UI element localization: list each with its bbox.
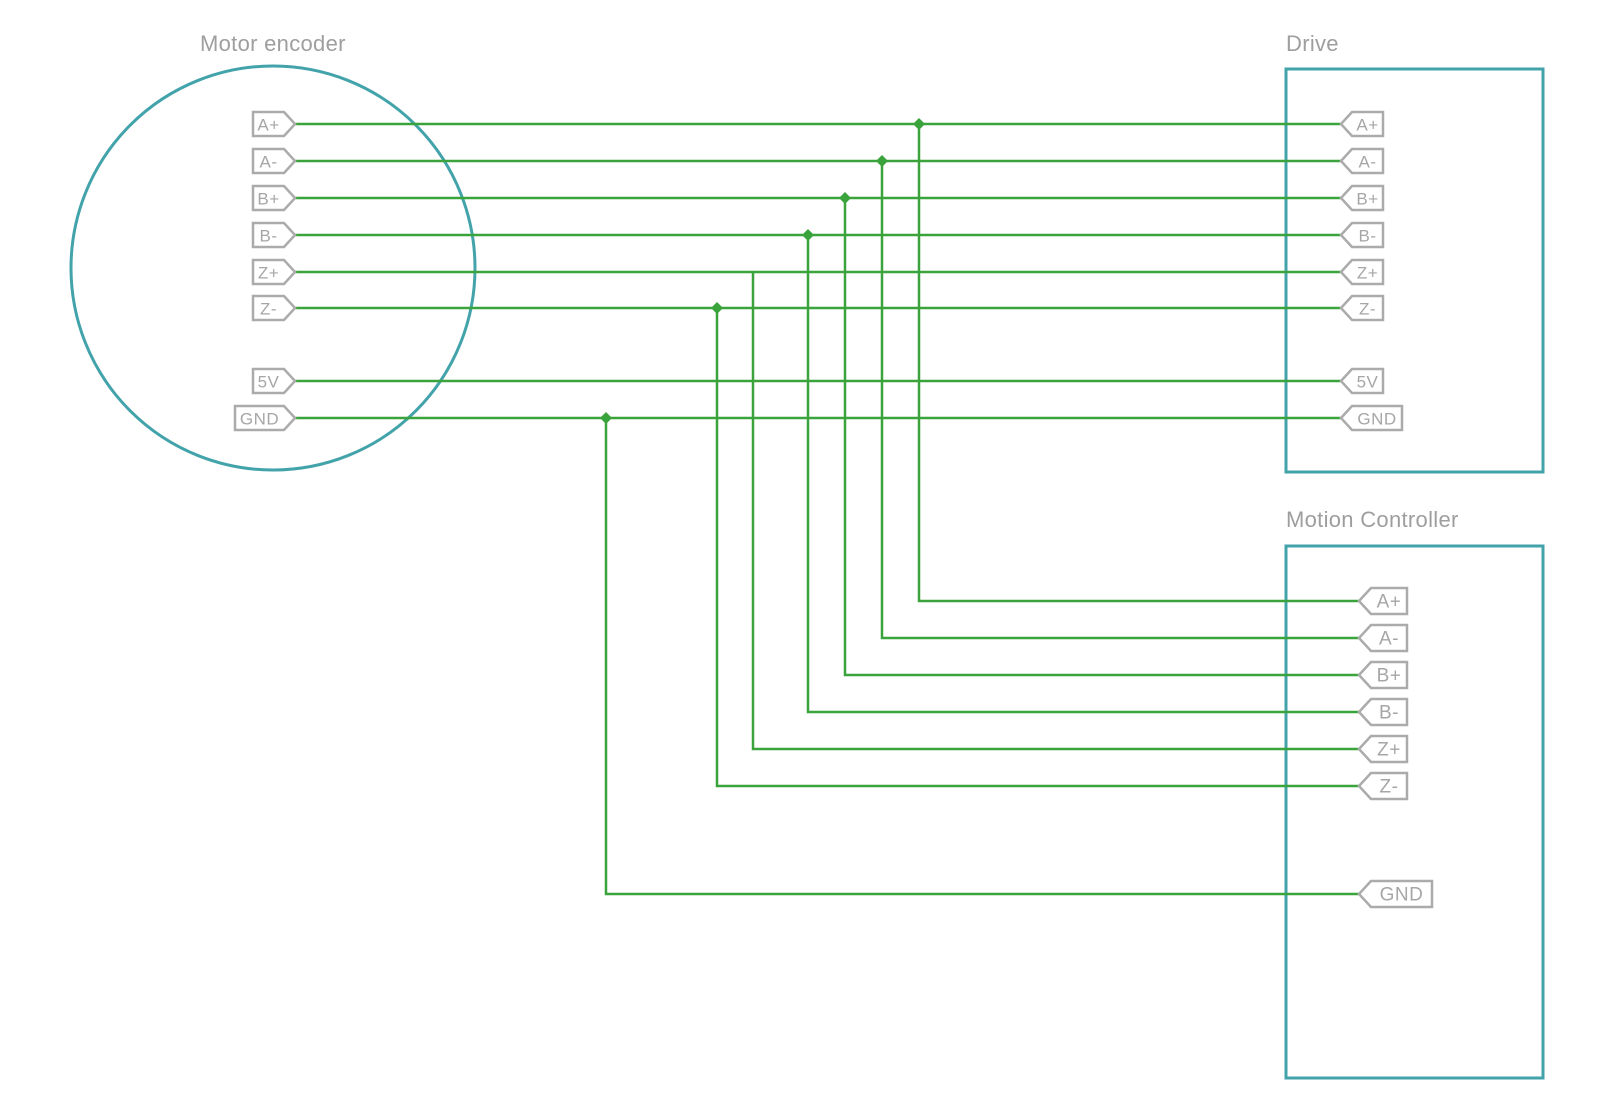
pin-drive-gnd: GND [1339, 404, 1404, 432]
pin-drive-z-minus: Z- [1339, 294, 1385, 322]
pin-label: B- [1379, 703, 1399, 724]
pin-label: A- [1379, 629, 1399, 650]
pin-shape [251, 258, 297, 286]
pin-shape [1339, 147, 1385, 175]
pin-shape [1339, 221, 1385, 249]
pin-encoder-z-plus: Z+ [251, 258, 297, 286]
drive-outline [1284, 67, 1545, 474]
pin-controller-b-minus: B- [1357, 697, 1409, 727]
pin-shape [233, 404, 297, 432]
pin-encoder-a-minus: A- [251, 147, 297, 175]
net-A--junction-dot [876, 155, 888, 167]
net-Z+-wire-1 [751, 272, 1359, 751]
pin-shape [1357, 734, 1409, 764]
pin-shape [251, 294, 297, 322]
net-B--wire-1 [806, 235, 1359, 714]
pin-label: Z+ [258, 264, 279, 283]
pin-shape [1339, 184, 1385, 212]
pin-shape [1339, 294, 1385, 322]
pin-shape [1357, 660, 1409, 690]
pin-shape [251, 367, 297, 395]
net-A--wire-1 [880, 161, 1359, 640]
pin-encoder-b-plus: B+ [251, 184, 297, 212]
pin-label: 5V [1357, 373, 1379, 392]
pin-drive-b-plus: B+ [1339, 184, 1385, 212]
pin-drive-z-plus: Z+ [1339, 258, 1385, 286]
pin-drive-b-minus: B- [1339, 221, 1385, 249]
net-A+-junction-dot [913, 118, 925, 130]
pin-drive-5v: 5V [1339, 367, 1385, 395]
pin-label: Z+ [1377, 740, 1401, 761]
pin-label: B+ [1377, 666, 1402, 687]
pin-label: Z- [260, 300, 277, 319]
net-GND-junction-dot [600, 412, 612, 424]
net-A+-wire-1 [917, 124, 1359, 603]
pin-drive-a-plus: A+ [1339, 110, 1385, 138]
pin-shape [251, 110, 297, 138]
pin-label: A+ [1356, 116, 1378, 135]
pin-label: B- [260, 227, 278, 246]
pin-controller-b-plus: B+ [1357, 660, 1409, 690]
net-B--junction-dot [802, 229, 814, 241]
net-B+-junction-dot [839, 192, 851, 204]
pin-shape [251, 184, 297, 212]
pin-label: B+ [1356, 190, 1378, 209]
pin-label: Z- [1359, 300, 1376, 319]
pin-controller-z-plus: Z+ [1357, 734, 1409, 764]
pin-encoder-z-minus: Z- [251, 294, 297, 322]
pin-label: GND [240, 410, 279, 429]
pin-label: GND [1357, 410, 1396, 429]
pin-controller-z-minus: Z- [1357, 771, 1409, 801]
pin-label: Z+ [1357, 264, 1378, 283]
pin-label: 5V [258, 373, 280, 392]
pin-shape [1339, 258, 1385, 286]
pin-shape [251, 147, 297, 175]
drive-label: Drive [1286, 31, 1339, 56]
pin-drive-a-minus: A- [1339, 147, 1385, 175]
pin-shape [1339, 367, 1385, 395]
pin-encoder-a-plus: A+ [251, 110, 297, 138]
controller-label: Motion Controller [1286, 507, 1459, 532]
pin-label: A- [1359, 153, 1377, 172]
pin-shape [1357, 771, 1409, 801]
encoder-outline [69, 64, 477, 472]
pin-label: B- [1359, 227, 1377, 246]
pin-shape [1357, 697, 1409, 727]
pin-controller-gnd: GND [1357, 879, 1434, 909]
pin-controller-a-plus: A+ [1357, 586, 1409, 616]
pin-shape [1339, 110, 1385, 138]
pin-label: A- [260, 153, 278, 172]
pin-shape [1357, 623, 1409, 653]
pin-controller-a-minus: A- [1357, 623, 1409, 653]
pin-encoder-gnd: GND [233, 404, 297, 432]
pin-label: GND [1380, 885, 1424, 906]
pin-shape [1357, 586, 1409, 616]
pin-encoder-b-minus: B- [251, 221, 297, 249]
pin-shape [251, 221, 297, 249]
encoder-label: Motor encoder [200, 31, 346, 56]
net-Z--wire-1 [715, 308, 1359, 788]
pin-shape [1339, 404, 1404, 432]
controller-outline [1284, 544, 1545, 1080]
net-GND-wire-1 [604, 418, 1359, 896]
net-B+-wire-1 [843, 198, 1359, 677]
pin-shape [1357, 879, 1434, 909]
pin-label: A+ [257, 116, 279, 135]
pin-label: A+ [1377, 592, 1402, 613]
pin-encoder-5v: 5V [251, 367, 297, 395]
pin-label: B+ [257, 190, 279, 209]
net-Z--junction-dot [711, 302, 723, 314]
pin-label: Z- [1380, 777, 1399, 798]
